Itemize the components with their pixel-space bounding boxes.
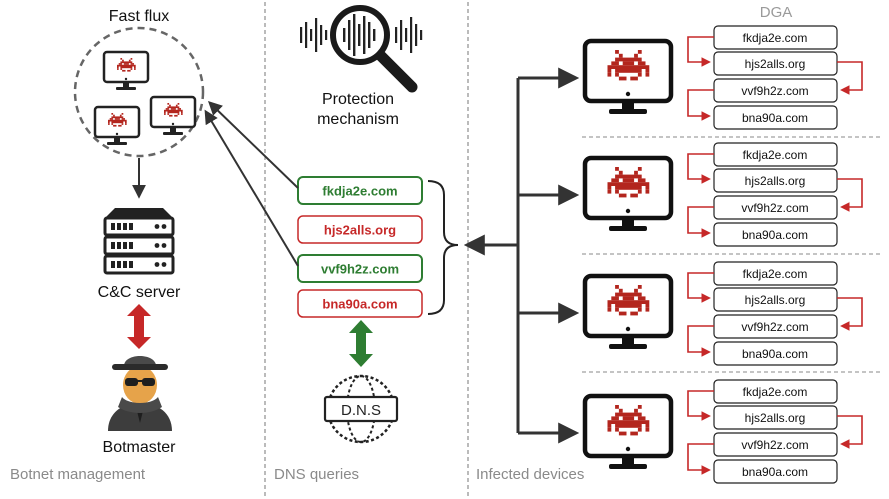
infected-device-row: fkdja2e.com hjs2alls.org vvf9h2z.com bna…	[585, 142, 863, 247]
monitor-cluster-icon	[73, 26, 205, 158]
dga-domain: vvf9h2z.com	[741, 320, 808, 334]
botmaster-label: Botmaster	[103, 439, 177, 456]
dga-domain: hjs2alls.org	[745, 411, 806, 425]
dga-domain: bna90a.com	[742, 465, 808, 479]
dga-domain: bna90a.com	[742, 347, 808, 361]
dga-label: DGA	[760, 4, 793, 21]
magnifier-waveform-icon	[300, 5, 423, 93]
dns-query-domain: fkdja2e.com	[322, 184, 397, 199]
dns-query-item: fkdja2e.com	[297, 176, 423, 205]
dga-domain: bna90a.com	[742, 111, 808, 125]
server-rack-icon	[103, 208, 175, 275]
dga-domain: fkdja2e.com	[743, 31, 808, 45]
dga-domain-list: fkdja2e.com hjs2alls.org vvf9h2z.com bna…	[687, 261, 863, 366]
dga-domain-list: fkdja2e.com hjs2alls.org vvf9h2z.com bna…	[687, 142, 863, 247]
dga-domain: fkdja2e.com	[743, 385, 808, 399]
dga-domain-list: fkdja2e.com hjs2alls.org vvf9h2z.com bna…	[687, 25, 863, 130]
dns-label: D.N.S	[341, 402, 381, 419]
dns-query-domain: bna90a.com	[322, 297, 397, 312]
device-connector	[463, 67, 580, 444]
server-botmaster-arrow	[127, 304, 151, 349]
fast-flux-label: Fast flux	[109, 8, 169, 25]
hacker-icon	[108, 356, 172, 431]
infected-monitor-icon	[585, 41, 671, 114]
dga-domain: fkdja2e.com	[743, 148, 808, 162]
dns-query-item: vvf9h2z.com	[297, 254, 423, 283]
dns-exchange-arrow	[349, 320, 373, 367]
dga-domain: hjs2alls.org	[745, 57, 806, 71]
dns-globe-icon: D.N.S	[323, 374, 399, 444]
infected-device-row: fkdja2e.com hjs2alls.org vvf9h2z.com bna…	[585, 379, 863, 484]
dns-query-domain: hjs2alls.org	[324, 223, 396, 238]
section-label-devices: Infected devices	[476, 466, 584, 483]
infected-device-row: fkdja2e.com hjs2alls.org vvf9h2z.com bna…	[585, 261, 863, 366]
infected-device-row: fkdja2e.com hjs2alls.org vvf9h2z.com bna…	[585, 25, 863, 130]
infected-monitor-icon	[585, 276, 671, 349]
infected-monitor-icon	[585, 158, 671, 231]
dns-query-item: bna90a.com	[297, 289, 423, 318]
protection-label-line2: mechanism	[317, 111, 399, 128]
dga-domain-list: fkdja2e.com hjs2alls.org vvf9h2z.com bna…	[687, 379, 863, 484]
dga-domain: hjs2alls.org	[745, 293, 806, 307]
dns-query-item: hjs2alls.org	[297, 215, 423, 244]
query-to-fastflux-arrow	[207, 101, 299, 189]
dns-query-domain: vvf9h2z.com	[321, 262, 399, 277]
section-label-dns: DNS queries	[274, 466, 359, 483]
dga-domain: fkdja2e.com	[743, 267, 808, 281]
section-label-botnet: Botnet management	[10, 466, 146, 483]
protection-label-line1: Protection	[322, 91, 394, 108]
dga-domain: hjs2alls.org	[745, 174, 806, 188]
dga-domain: vvf9h2z.com	[741, 201, 808, 215]
cnc-server-label: C&C server	[98, 284, 181, 301]
infected-monitor-icon	[585, 396, 671, 469]
dga-domain: vvf9h2z.com	[741, 84, 808, 98]
query-group-brace	[427, 180, 459, 315]
dga-domain: vvf9h2z.com	[741, 438, 808, 452]
dga-domain: bna90a.com	[742, 228, 808, 242]
query-to-fastflux-arrow	[204, 109, 299, 267]
